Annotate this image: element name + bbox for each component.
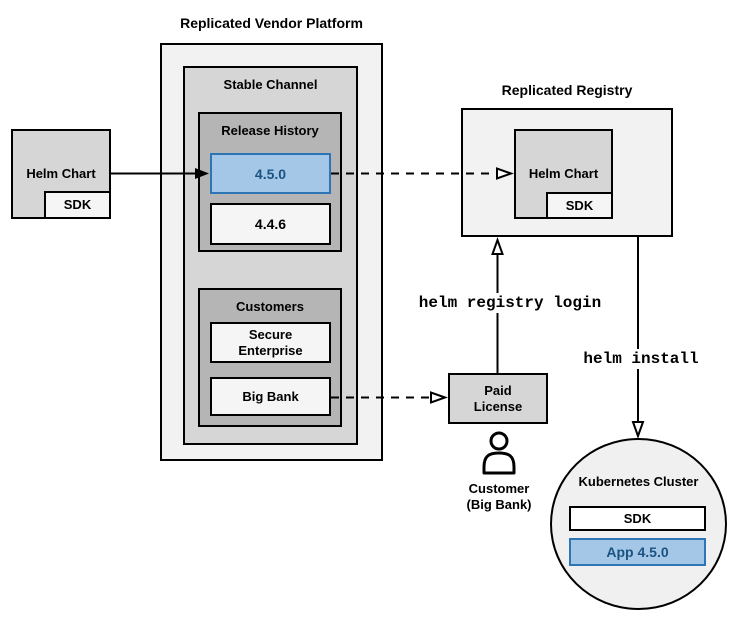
customers-label: Customers <box>236 299 304 314</box>
cmd-helm-registry-login: helm registry login <box>402 293 618 313</box>
customer-item-big-bank: Big Bank <box>210 377 331 416</box>
person-icon <box>482 431 516 475</box>
customer-item-secure-enterprise: Secure Enterprise <box>210 322 331 363</box>
vendor-platform-title: Replicated Vendor Platform <box>180 15 363 31</box>
registry-title: Replicated Registry <box>501 82 633 98</box>
cluster-app-box: App 4.5.0 <box>569 538 706 566</box>
customer-caption-line1: Customer <box>468 481 530 496</box>
customer-caption: Customer (Big Bank) <box>439 481 559 513</box>
kubernetes-cluster-label: Kubernetes Cluster <box>578 474 699 489</box>
release-item-446: 4.4.6 <box>210 203 331 245</box>
arrow-helm-install <box>631 237 645 439</box>
hollow-arrowhead-icon <box>491 237 504 255</box>
paid-license-box: Paid License <box>448 373 548 424</box>
hollow-arrowhead-icon <box>430 391 448 404</box>
hollow-arrowhead-icon <box>631 421 645 439</box>
registry-sdk-box: SDK <box>546 192 613 219</box>
source-sdk-box: SDK <box>44 191 111 219</box>
release-item-450: 4.5.0 <box>210 153 331 194</box>
customer-caption-line2: (Big Bank) <box>466 497 532 512</box>
cmd-helm-install: helm install <box>573 349 709 369</box>
stable-channel-label: Stable Channel <box>223 77 318 92</box>
release-history-label: Release History <box>221 123 319 138</box>
cluster-sdk-box: SDK <box>569 506 706 531</box>
